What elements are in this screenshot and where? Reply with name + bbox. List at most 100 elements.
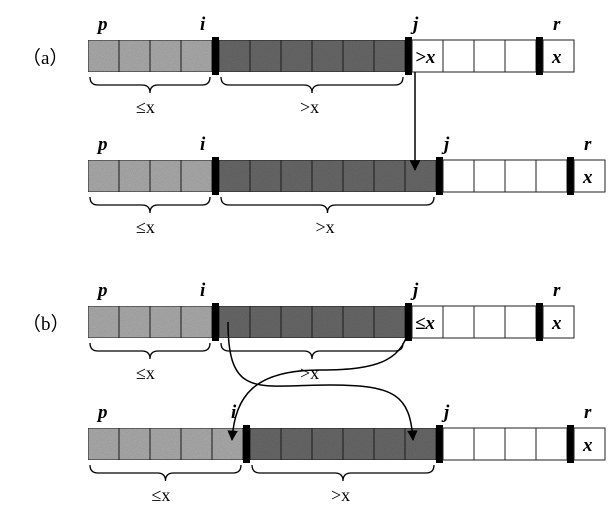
dark-cell xyxy=(342,305,375,339)
dark-cell xyxy=(249,305,282,339)
dark-cell xyxy=(342,159,375,193)
separator-j xyxy=(436,425,443,463)
panel-label-b: （b） xyxy=(22,313,70,335)
marker-r: r xyxy=(553,14,561,35)
marker-p: p xyxy=(96,14,108,35)
brace-label-gt-x: >x xyxy=(300,97,319,117)
marker-i: i xyxy=(200,134,206,155)
separator-r xyxy=(567,157,574,195)
dark-cell xyxy=(311,305,344,339)
dark-cell xyxy=(404,427,437,461)
light-cell xyxy=(180,305,213,339)
dark-cell xyxy=(373,159,406,193)
light-cell xyxy=(149,427,182,461)
brace-le-x xyxy=(89,342,211,360)
brace-label-le-x: ≤x xyxy=(136,217,155,237)
white-cell xyxy=(442,159,475,193)
light-cell xyxy=(87,427,120,461)
light-cell xyxy=(118,427,151,461)
dark-cell xyxy=(280,305,313,339)
separator-i xyxy=(212,37,219,75)
white-cell xyxy=(504,305,537,339)
light-cell xyxy=(180,39,213,73)
dark-cell xyxy=(218,39,251,73)
white-cell xyxy=(473,39,506,73)
brace-gt-x xyxy=(251,464,435,482)
current-element-label: ≤x xyxy=(415,313,435,334)
white-cell xyxy=(504,39,537,73)
separator-r xyxy=(536,303,543,341)
separator-j xyxy=(436,157,443,195)
brace-gt-x xyxy=(220,342,404,360)
pivot-cell xyxy=(573,427,606,461)
light-cell xyxy=(118,305,151,339)
separator-j xyxy=(405,37,412,75)
marker-i: i xyxy=(200,14,206,35)
white-cell xyxy=(473,427,506,461)
dark-cell xyxy=(280,427,313,461)
marker-p: p xyxy=(96,402,108,423)
dark-cell xyxy=(404,159,437,193)
marker-j: j xyxy=(441,134,450,155)
white-cell xyxy=(442,427,475,461)
brace-label-gt-x: >x xyxy=(316,217,335,237)
marker-p: p xyxy=(96,280,108,301)
marker-r: r xyxy=(553,280,561,301)
light-cell xyxy=(149,305,182,339)
light-cell xyxy=(87,305,120,339)
white-cell xyxy=(535,159,568,193)
pivot-cell xyxy=(542,305,575,339)
brace-gt-x xyxy=(220,76,404,94)
dark-cell xyxy=(373,305,406,339)
brace-le-x xyxy=(89,464,242,482)
marker-j: j xyxy=(410,280,419,301)
separator-j xyxy=(405,303,412,341)
dark-cell xyxy=(311,39,344,73)
separator-i xyxy=(212,303,219,341)
dark-cell xyxy=(218,159,251,193)
light-cell xyxy=(211,427,244,461)
current-element-label: >x xyxy=(415,47,436,68)
light-cell xyxy=(180,159,213,193)
separator-r xyxy=(536,37,543,75)
light-cell xyxy=(87,39,120,73)
dark-cell xyxy=(373,39,406,73)
brace-gt-x xyxy=(220,196,435,214)
pivot-cell xyxy=(573,159,606,193)
dark-cell xyxy=(218,305,251,339)
dark-cell xyxy=(311,159,344,193)
brace-label-le-x: ≤x xyxy=(136,363,155,383)
white-cell xyxy=(442,39,475,73)
dark-cell xyxy=(280,39,313,73)
pivot-cell xyxy=(542,39,575,73)
white-cell xyxy=(442,305,475,339)
white-cell xyxy=(411,39,444,73)
pivot-label: x xyxy=(582,167,593,188)
white-cell xyxy=(504,427,537,461)
brace-label-gt-x: >x xyxy=(300,363,319,383)
marker-j: j xyxy=(441,402,450,423)
dark-cell xyxy=(342,427,375,461)
separator-r xyxy=(567,425,574,463)
brace-le-x xyxy=(89,196,211,214)
dark-cell xyxy=(311,427,344,461)
arrow-b-move-to-j xyxy=(227,321,418,442)
separator-i xyxy=(243,425,250,463)
light-cell xyxy=(149,39,182,73)
brace-le-x xyxy=(89,76,211,94)
marker-r: r xyxy=(584,402,592,423)
dark-cell xyxy=(373,427,406,461)
dark-cell xyxy=(342,39,375,73)
brace-label-le-x: ≤x xyxy=(152,485,171,505)
white-cell xyxy=(535,427,568,461)
marker-i: i xyxy=(231,402,237,423)
marker-i: i xyxy=(200,280,206,301)
white-cell xyxy=(504,159,537,193)
light-cell xyxy=(118,39,151,73)
marker-r: r xyxy=(584,134,592,155)
separator-i xyxy=(212,157,219,195)
